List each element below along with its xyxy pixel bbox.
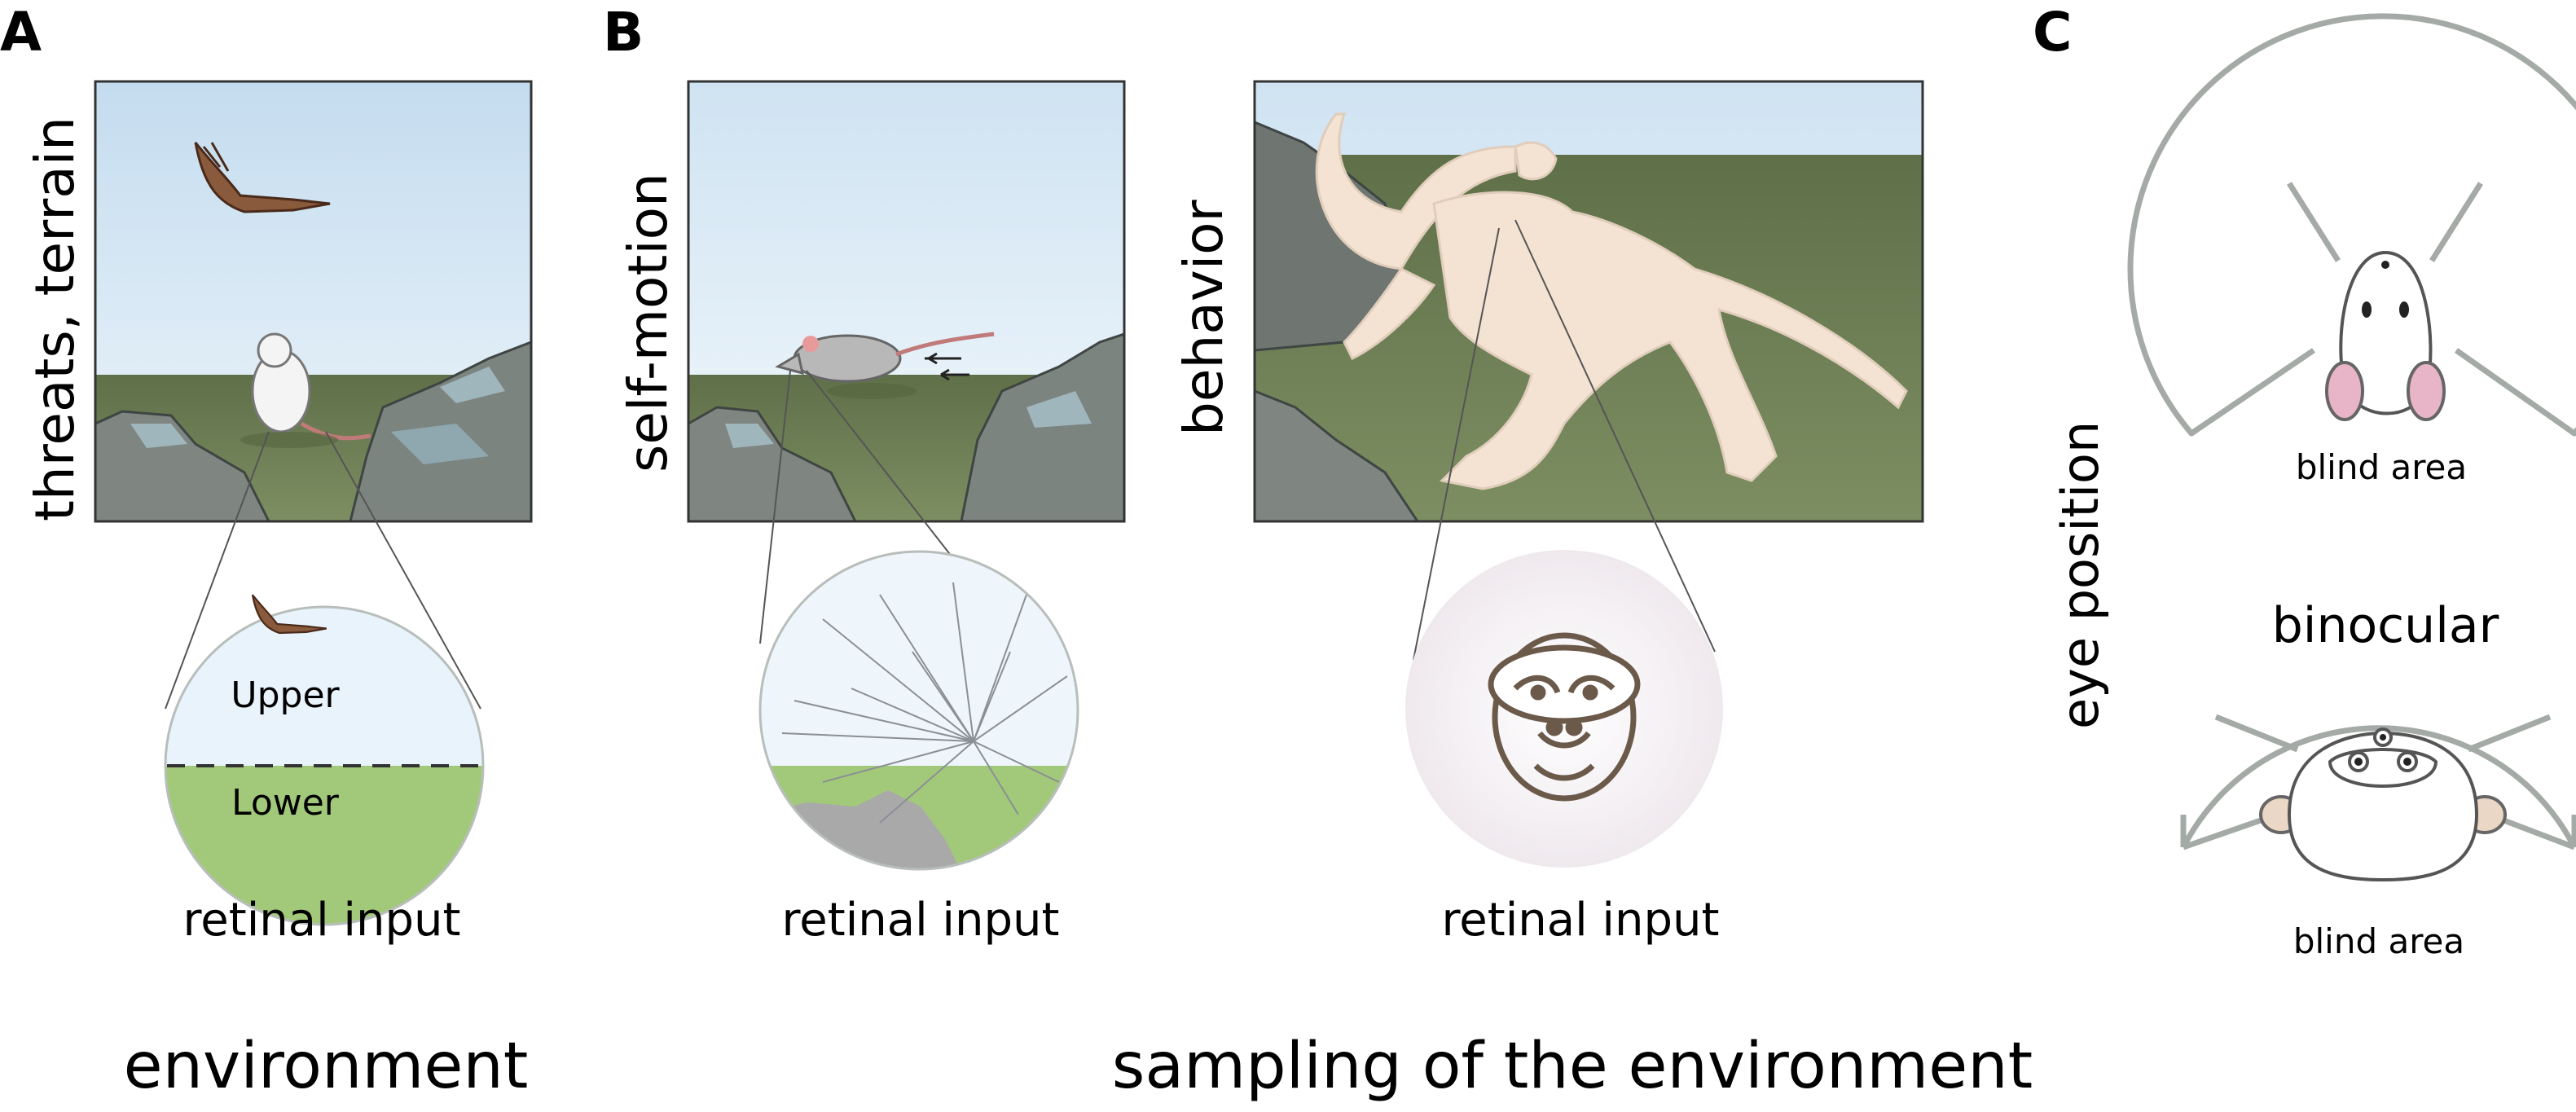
panel-a-letter: A [0, 1, 42, 64]
panel-c: C eye position binocular blind area bino… [2033, 1, 2576, 961]
retinal-input-b2 [1405, 550, 1723, 868]
panel-a: A threats, terrain [0, 1, 533, 947]
monkey-icon [1315, 112, 1908, 490]
rat-icon [775, 332, 995, 399]
scene-b2 [1255, 81, 1923, 521]
optic-flow-arrows [781, 582, 1068, 824]
panel-b-letter: B [603, 1, 644, 64]
scene-b1 [688, 81, 1124, 521]
panel-b-side-label-2: behavior [1172, 199, 1235, 436]
panel-a-side-label: threats, terrain [24, 116, 86, 521]
panel-b: B self-motion [603, 1, 1924, 947]
hawk-icon [194, 142, 331, 213]
bottom-binocular-title: binocular [2272, 597, 2499, 654]
upper-label: Upper [231, 675, 340, 716]
panel-b-side-label-1: self-motion [617, 173, 679, 472]
monkey-head-icon [2259, 727, 2507, 882]
panel-c-letter: C [2033, 1, 2072, 64]
top-blind-area: blind area [2296, 447, 2467, 487]
hawk-icon [251, 594, 327, 635]
caption-a: retinal input [183, 894, 461, 947]
footer-sampling: sampling of the environment [1112, 1030, 2033, 1103]
panel-c-side-label: eye position [2051, 421, 2110, 729]
lower-label: Lower [231, 782, 340, 824]
mouse-head-icon [2325, 250, 2446, 421]
monkey-face-icon [1488, 632, 1641, 802]
retinal-input-b1 [758, 550, 1079, 871]
footer-environment: environment [124, 1030, 529, 1103]
caption-b1: retinal input [782, 894, 1060, 947]
bottom-blind-area: blind area [2293, 921, 2464, 961]
retinal-input-a: Upper Lower [164, 594, 485, 926]
caption-b2: retinal input [1442, 894, 1720, 947]
scene-a [95, 81, 531, 521]
